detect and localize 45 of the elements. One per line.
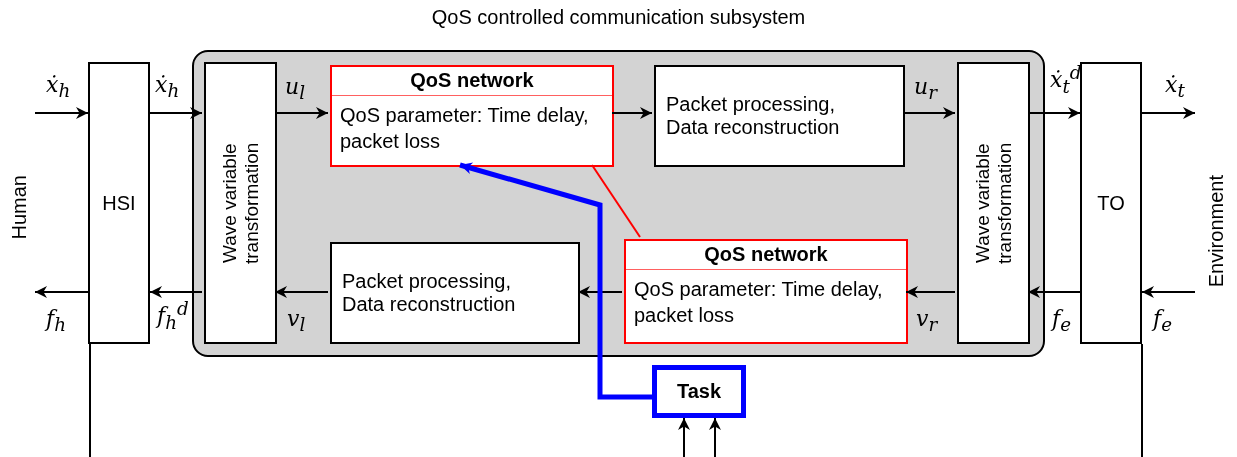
transform-box <box>204 62 277 344</box>
network-heading: QoS network <box>332 67 612 96</box>
connector-line <box>89 343 91 457</box>
edge-label: u$_{r}$ <box>914 74 937 104</box>
parameter-text: QoS parameter: Time delay, packet loss <box>633 277 884 328</box>
group-heading: QoS controlled communication subsystem <box>430 6 807 29</box>
task-label: Task <box>676 380 722 403</box>
edge-label: v$_{l}$ <box>287 306 306 336</box>
network-box <box>330 65 614 167</box>
edge-label: v$_{r}$ <box>916 306 938 336</box>
arrow <box>1141 286 1196 298</box>
process-box <box>330 242 580 344</box>
edge-label: ẋ$_{t}$ <box>1165 72 1185 102</box>
arrow <box>149 286 203 298</box>
edge-label: f$_{h}$ <box>46 306 66 336</box>
arrow <box>34 107 89 119</box>
box-label: TO <box>1097 191 1125 215</box>
arrow <box>709 417 721 457</box>
arrow <box>149 107 203 119</box>
box-label: Packet processing, Data reconstruction <box>342 270 517 316</box>
box-label: HSI <box>102 191 136 215</box>
network-heading: QoS network <box>626 241 906 270</box>
box-label: Wave variable transformation <box>971 141 1016 266</box>
arrow <box>678 417 690 457</box>
side-label: Human <box>8 175 31 240</box>
block-box <box>1080 62 1142 344</box>
side-label: Environment <box>1205 175 1228 288</box>
process-box <box>654 65 905 167</box>
connector-line <box>1141 343 1143 457</box>
parameter-text: QoS parameter: Time delay, packet loss <box>339 103 590 154</box>
edge-label: ẋ$_{h}$ <box>46 72 71 102</box>
edge-label: u$_{l}$ <box>285 74 306 104</box>
arrow <box>459 162 652 400</box>
arrow <box>1141 107 1196 119</box>
network-box <box>624 239 908 344</box>
box-label: Packet processing, Data reconstruction <box>666 93 841 139</box>
arrow <box>34 286 89 298</box>
block-box <box>88 62 150 344</box>
edge-label: f$_{e}$ <box>1153 306 1172 336</box>
box-label: Wave variable transformation <box>218 141 263 266</box>
transform-box <box>957 62 1030 344</box>
edge-label: f$_{e}$ <box>1052 306 1071 336</box>
edge-label: ẋ$_{h}$ <box>155 72 180 102</box>
subsystem-panel <box>192 50 1045 357</box>
task-box <box>652 365 746 418</box>
